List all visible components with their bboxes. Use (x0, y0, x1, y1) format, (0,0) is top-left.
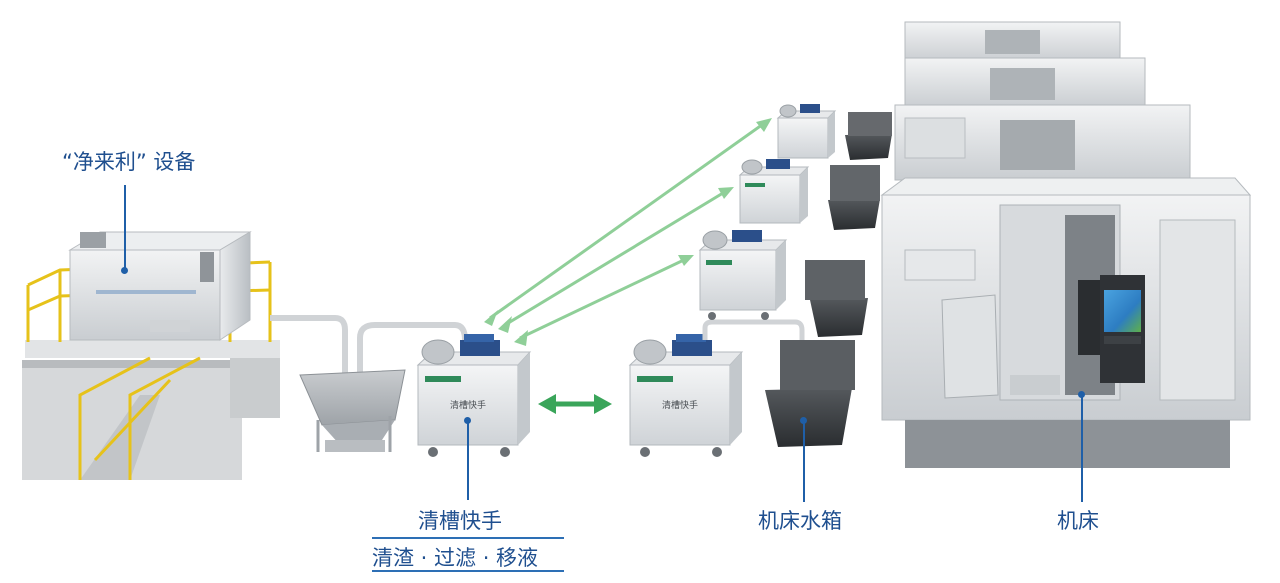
transfer-pipes (270, 315, 468, 380)
cleaner-subtitle-label: 清渣 · 过滤 · 移液 (372, 546, 539, 570)
equipment-leader-dot (121, 267, 128, 274)
tank-leader-line (803, 420, 805, 502)
cart-main-label: 清槽快手 (450, 399, 486, 411)
cleaner-cart-upper (738, 159, 810, 224)
cleaner-title-label: 清槽快手 (418, 509, 502, 533)
cleaner-leader-dot (464, 417, 471, 424)
cnc-machine-front (880, 177, 1252, 468)
machine-tanks (765, 112, 892, 447)
cleaner-cart-back (776, 104, 837, 159)
equipment-label: “净来利” 设备 (62, 150, 196, 174)
cnc-machine-back-2 (904, 57, 1146, 109)
cleaner-leader-line (467, 420, 469, 500)
tank-leader-dot (800, 417, 807, 424)
cleaner-cart-mid (698, 230, 788, 320)
equipment-leader-line (124, 185, 126, 270)
machine-leader-line (1081, 394, 1083, 502)
cleaner-subtitle-underline (372, 570, 564, 572)
cleaner-title-underline (372, 537, 564, 539)
cnc-machine-back-1 (894, 104, 1191, 181)
machine-label: 机床 (1057, 509, 1099, 533)
machine-leader-dot (1078, 391, 1085, 398)
cnc-machine-back-3 (904, 21, 1121, 63)
cleaner-cart-main: 清槽快手 (416, 334, 532, 457)
cleaner-cart-front: 清槽快手 (628, 319, 805, 457)
cart-front-label: 清槽快手 (662, 399, 698, 411)
equipment-platform (22, 231, 280, 480)
flow-arrows (484, 118, 772, 414)
chip-hopper (299, 369, 406, 452)
tank-label: 机床水箱 (758, 509, 842, 533)
